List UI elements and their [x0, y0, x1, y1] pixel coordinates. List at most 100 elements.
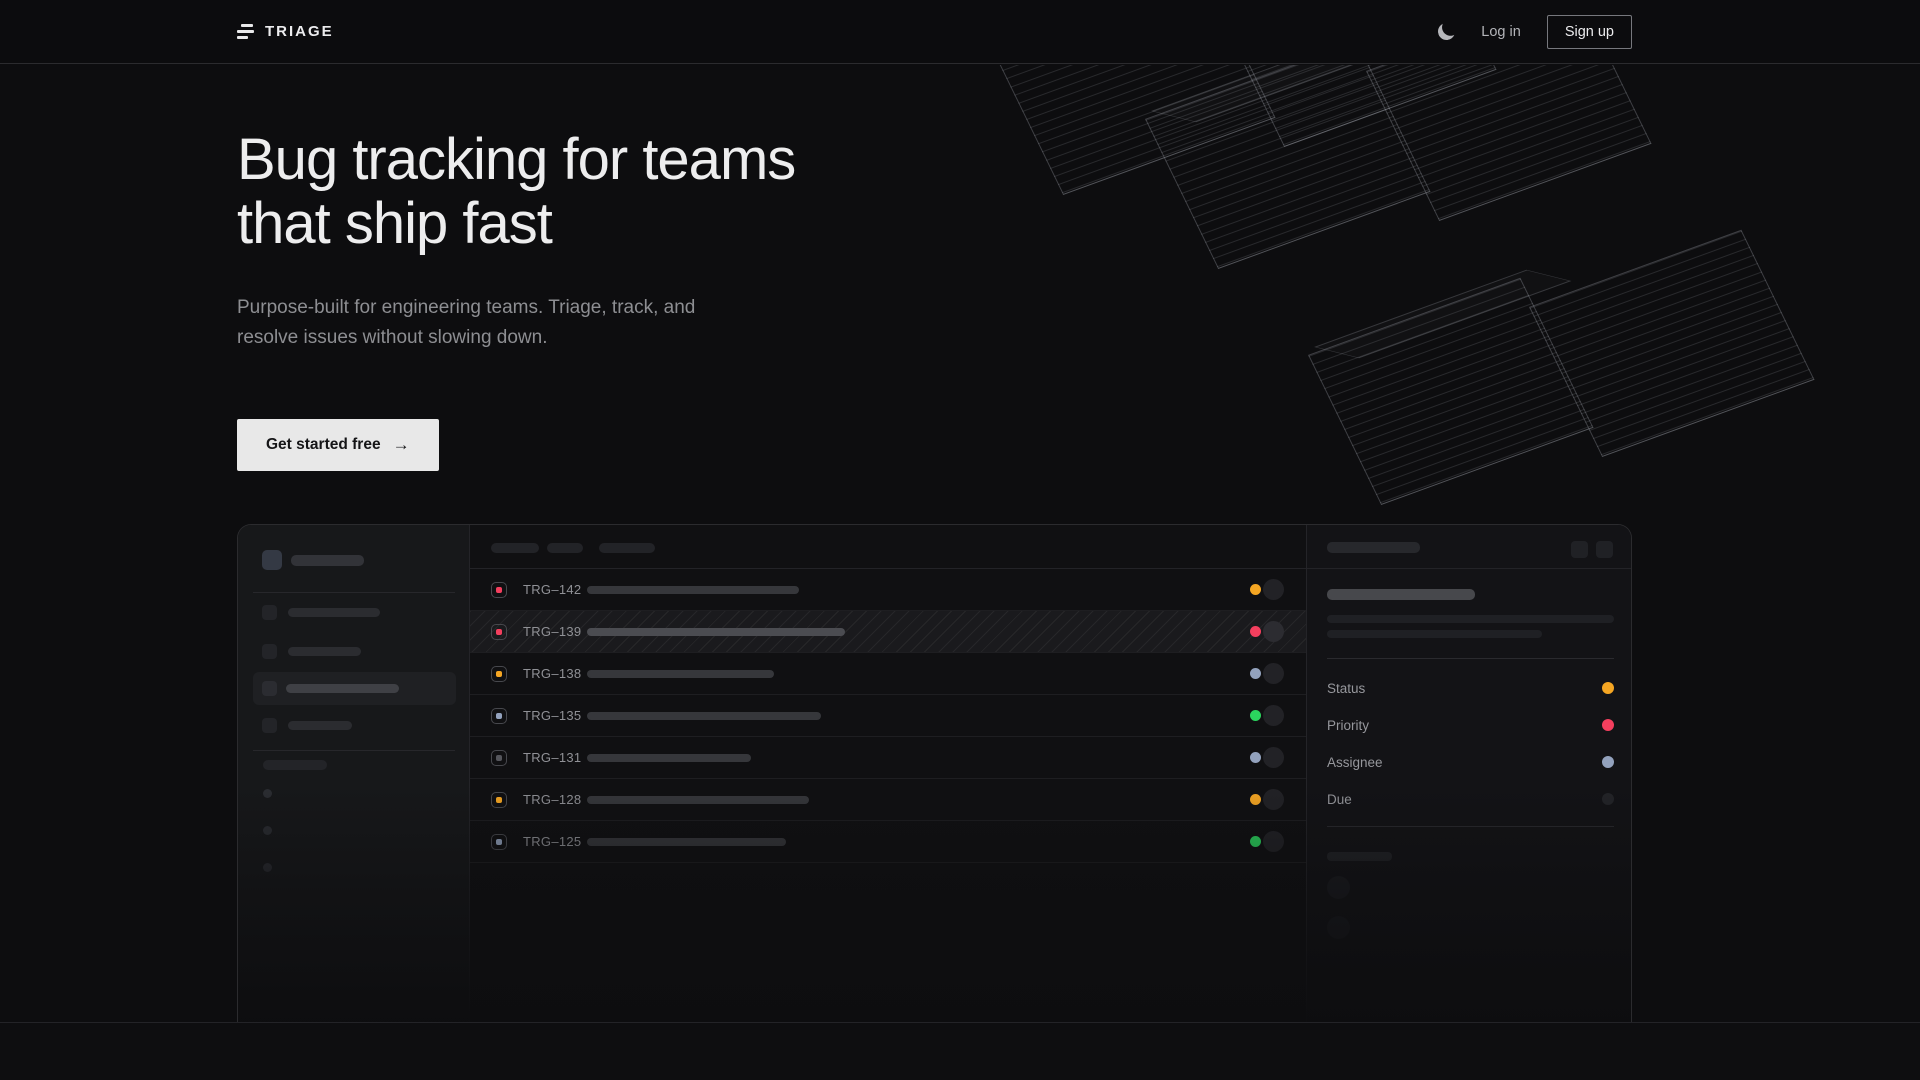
login-link[interactable]: Log in — [1481, 23, 1521, 40]
signup-button[interactable]: Sign up — [1546, 14, 1632, 49]
assignee-avatar-skeleton — [1263, 789, 1284, 810]
issue-row: TRG–128 — [470, 779, 1306, 821]
top-nav: TRIAGE Log in Sign up — [0, 0, 1920, 64]
field-label: Status — [1327, 681, 1366, 696]
issue-row: TRG–138 — [470, 653, 1306, 695]
field-label: Due — [1327, 792, 1352, 807]
skeleton-dot — [263, 863, 272, 872]
issue-rows: TRG–142 TRG–139 TRG–138 TRG–135 TRG–131 … — [470, 569, 1306, 863]
issue-id: TRG–138 — [523, 666, 582, 681]
app-mockup: TRG–142 TRG–139 TRG–138 TRG–135 TRG–131 … — [237, 524, 1632, 1022]
issue-title-skeleton-bar — [587, 585, 799, 594]
hero-subtitle: Purpose-built for engineering teams. Tri… — [237, 297, 696, 348]
skeleton-bar — [1327, 542, 1420, 553]
issue-id: TRG–142 — [523, 582, 582, 597]
field-value-dot — [1602, 756, 1614, 768]
skeleton-bar — [291, 555, 364, 566]
panel-button-skeleton — [1571, 541, 1588, 558]
detail-field-row: Priority — [1327, 717, 1614, 733]
skeleton-bar — [491, 543, 539, 553]
sidebar-item-skeleton — [238, 596, 470, 629]
assignee-avatar-skeleton — [1263, 747, 1284, 768]
field-value-dot — [1602, 719, 1614, 731]
issue-title-skeleton-bar — [587, 837, 786, 846]
detail-field-row: Status — [1327, 680, 1614, 696]
wireframe-ribbon — [990, 65, 1497, 273]
issue-id: TRG–135 — [523, 708, 582, 723]
issue-title-skeleton — [1327, 589, 1475, 600]
comment-avatar-skeleton — [1327, 876, 1350, 899]
issue-list-header — [470, 525, 1306, 569]
skeleton-bar — [1327, 630, 1542, 638]
divider — [1327, 658, 1614, 659]
issue-type-icon — [491, 581, 507, 598]
issue-title-skeleton-bar — [587, 711, 821, 720]
skeleton-bar — [263, 760, 327, 770]
issue-id: TRG–128 — [523, 792, 582, 807]
issue-id: TRG–131 — [523, 750, 582, 765]
detail-field-row: Assignee — [1327, 754, 1614, 770]
hero-section: Bug tracking for teams that ship fast Pu… — [237, 64, 796, 471]
divider — [253, 750, 455, 751]
status-dot — [1250, 626, 1261, 637]
assignee-avatar-skeleton — [1263, 621, 1284, 642]
status-dot — [1250, 836, 1261, 847]
logo[interactable]: TRIAGE — [237, 23, 334, 40]
issue-type-icon — [491, 707, 507, 724]
triage-bars-icon — [237, 24, 255, 39]
issue-title-skeleton-bar — [587, 627, 845, 636]
assignee-avatar-skeleton — [1263, 831, 1284, 852]
issue-row: TRG–131 — [470, 737, 1306, 779]
issue-type-icon — [491, 749, 507, 766]
assignee-avatar-skeleton — [1263, 579, 1284, 600]
field-label: Assignee — [1327, 755, 1383, 770]
skeleton-bar — [599, 543, 655, 553]
issue-id: TRG–125 — [523, 834, 582, 849]
nav-inner: TRIAGE Log in Sign up — [237, 14, 1632, 49]
issue-type-icon — [491, 623, 507, 640]
sidebar-item-skeleton — [238, 709, 470, 742]
mockup-sidebar — [238, 525, 470, 1022]
status-dot — [1250, 794, 1261, 805]
issue-title-skeleton-bar — [587, 753, 751, 762]
issue-type-icon — [491, 791, 507, 808]
divider — [253, 592, 455, 593]
status-dot — [1250, 710, 1261, 721]
page-title: Bug tracking for teams that ship fast — [237, 127, 796, 256]
wireframe-ribbon — [1145, 65, 1652, 347]
status-dot — [1250, 752, 1261, 763]
status-dot — [1250, 584, 1261, 595]
field-label: Priority — [1327, 718, 1370, 733]
issue-title-skeleton-bar — [587, 795, 809, 804]
skeleton-bar — [1327, 852, 1392, 861]
mockup-issue-list: TRG–142 TRG–139 TRG–138 TRG–135 TRG–131 … — [470, 525, 1306, 1022]
issue-row: TRG–125 — [470, 821, 1306, 863]
issue-row: TRG–135 — [470, 695, 1306, 737]
wireframe-ribbon — [1308, 229, 1815, 513]
comment-avatar-skeleton — [1327, 916, 1350, 939]
assignee-avatar-skeleton — [1263, 663, 1284, 684]
sidebar-item-skeleton-active — [253, 672, 456, 705]
skeleton-dot — [263, 789, 272, 798]
skeleton-dot — [263, 826, 272, 835]
issue-title-skeleton-bar — [587, 669, 774, 678]
issue-row: TRG–139 — [470, 611, 1306, 653]
skeleton-bar — [1327, 615, 1614, 623]
logo-text: TRIAGE — [265, 23, 334, 40]
issue-row: TRG–142 — [470, 569, 1306, 611]
get-started-button[interactable]: Get started free → — [237, 419, 439, 471]
field-value-dot — [1602, 682, 1614, 694]
issue-id: TRG–139 — [523, 624, 582, 639]
sidebar-item-skeleton — [238, 635, 470, 668]
arrow-right-icon: → — [392, 435, 410, 454]
wireframe-ribbons-decoration — [950, 65, 1920, 513]
issue-type-icon — [491, 665, 507, 682]
moon-icon[interactable] — [1436, 21, 1457, 42]
detail-field-row: Due — [1327, 791, 1614, 807]
nav-right: Log in Sign up — [1436, 14, 1632, 49]
footer-band — [0, 1022, 1920, 1080]
panel-button-skeleton — [1596, 541, 1613, 558]
assignee-avatar-skeleton — [1263, 705, 1284, 726]
mockup-detail-panel: Status Priority Assignee Due — [1306, 525, 1631, 1022]
skeleton-bar — [547, 543, 583, 553]
